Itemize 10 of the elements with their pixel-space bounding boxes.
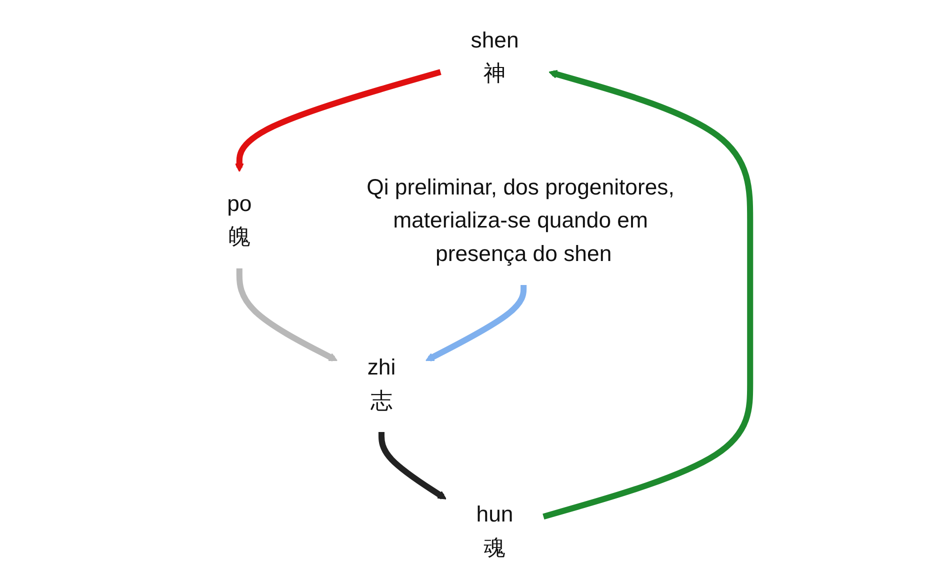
node-text: hun 魂 [476,501,514,560]
arrow [425,284,527,362]
node-text: shen 神 [470,27,519,86]
node-text: po 魄 [227,190,252,250]
arrow [542,70,754,520]
arrow [236,268,338,362]
arrow [234,69,442,172]
node-text: zhi 志 [367,354,396,413]
node-text: Qi preliminar, dos progenitores, materializa-se quando em presença do shen [366,174,674,266]
arrow [378,432,446,500]
